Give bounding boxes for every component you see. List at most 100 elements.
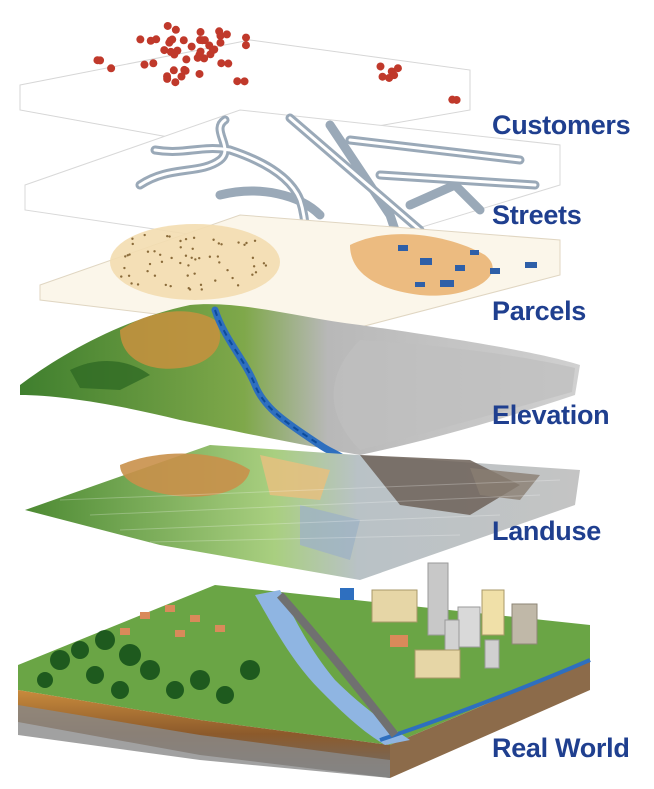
parcel-marker [216, 255, 220, 258]
parcel-marker [208, 255, 212, 258]
customer-point [140, 60, 149, 69]
parcel-marker [198, 256, 201, 260]
parcel-marker [146, 250, 150, 253]
customer-point [146, 36, 155, 45]
customer-point [390, 71, 399, 80]
parcel-marker [166, 234, 169, 238]
parcel-marker [264, 264, 268, 267]
parcel-marker [243, 243, 246, 247]
customer-point [179, 36, 188, 45]
parcel-marker [120, 275, 123, 278]
customer-point [107, 64, 116, 73]
parcel-marker [168, 235, 171, 238]
parcel-marker [123, 266, 126, 270]
parcel-marker [164, 283, 168, 287]
parcel-marker [245, 241, 248, 245]
parcel-marker [217, 242, 221, 245]
parcel-marker [251, 256, 255, 260]
parcel-marker [158, 253, 162, 256]
label-real-world: Real World [492, 733, 630, 763]
customer-point [163, 21, 172, 30]
parcel-marker [226, 268, 229, 272]
parcel-marker [237, 241, 240, 244]
parcel-marker [184, 254, 188, 257]
customer-point [149, 59, 158, 68]
label-streets: Streets [492, 200, 582, 230]
parcel-marker [131, 242, 134, 246]
customer-point [222, 30, 231, 39]
parcel-marker [128, 253, 131, 256]
parcel-marker [131, 237, 134, 240]
parcel-marker [153, 250, 156, 253]
parcel-marker [143, 233, 146, 237]
customer-point [210, 45, 219, 54]
real-world-block [18, 562, 591, 778]
customer-point [378, 72, 387, 81]
customer-point [240, 77, 249, 86]
parcel-marker [160, 260, 164, 264]
customer-point [216, 38, 225, 47]
parcel-marker [153, 274, 157, 277]
parcel-marker [146, 269, 149, 273]
customer-point [217, 59, 226, 68]
parcel-marker [187, 264, 190, 267]
customer-point [170, 50, 179, 59]
customer-point [196, 28, 205, 37]
parcel-marker [190, 256, 193, 260]
parcel-marker [251, 273, 254, 276]
label-landuse: Landuse [492, 516, 601, 546]
parcel-marker [253, 239, 257, 242]
customer-point [160, 46, 169, 55]
parcel-marker [126, 254, 129, 257]
customer-point [177, 72, 186, 81]
customer-point [171, 25, 180, 34]
customer-point [195, 69, 204, 78]
parcels-layer [39, 214, 561, 336]
parcel-marker [188, 288, 192, 291]
parcel-marker [136, 283, 140, 286]
customer-point [242, 33, 251, 42]
customer-points [93, 21, 461, 104]
customer-point [196, 47, 205, 56]
customer-point [180, 65, 189, 74]
parcel-marker [179, 261, 182, 265]
parcel-marker [199, 283, 203, 287]
parcel-marker [170, 256, 173, 260]
customer-point [224, 59, 233, 68]
parcel-marker [179, 239, 182, 243]
label-customers: Customers [492, 110, 631, 140]
parcel-marker [179, 246, 182, 249]
parcel-marker [191, 247, 194, 250]
parcel-marker [193, 272, 196, 275]
label-parcels: Parcels [492, 296, 586, 326]
customer-point [136, 35, 145, 44]
parcel-marker [218, 261, 221, 264]
parcel-marker [252, 265, 256, 268]
customer-point [165, 38, 174, 47]
parcel-marker [130, 282, 133, 285]
parcel-marker [192, 236, 196, 240]
parcel-marker [169, 284, 172, 288]
parcel-marker [184, 237, 188, 241]
label-elevation: Elevation [492, 400, 610, 430]
customer-point [376, 62, 385, 71]
parcel-marker [127, 274, 131, 277]
customer-point [216, 31, 225, 40]
customer-point [169, 66, 178, 75]
customer-point [198, 36, 207, 45]
parcel-marker [200, 288, 203, 291]
parcel-marker [124, 255, 127, 258]
customer-point [163, 74, 172, 83]
customers-layer [19, 21, 471, 151]
customer-point [241, 41, 250, 50]
parcel-marker [220, 243, 223, 246]
parcel-marker [236, 284, 240, 287]
parcel-marker [254, 271, 258, 274]
customer-point [187, 42, 196, 51]
parcel-marker [194, 258, 197, 261]
parcel-marker [148, 262, 152, 266]
parcel-marker [212, 238, 215, 241]
parcel-marker [231, 276, 234, 280]
